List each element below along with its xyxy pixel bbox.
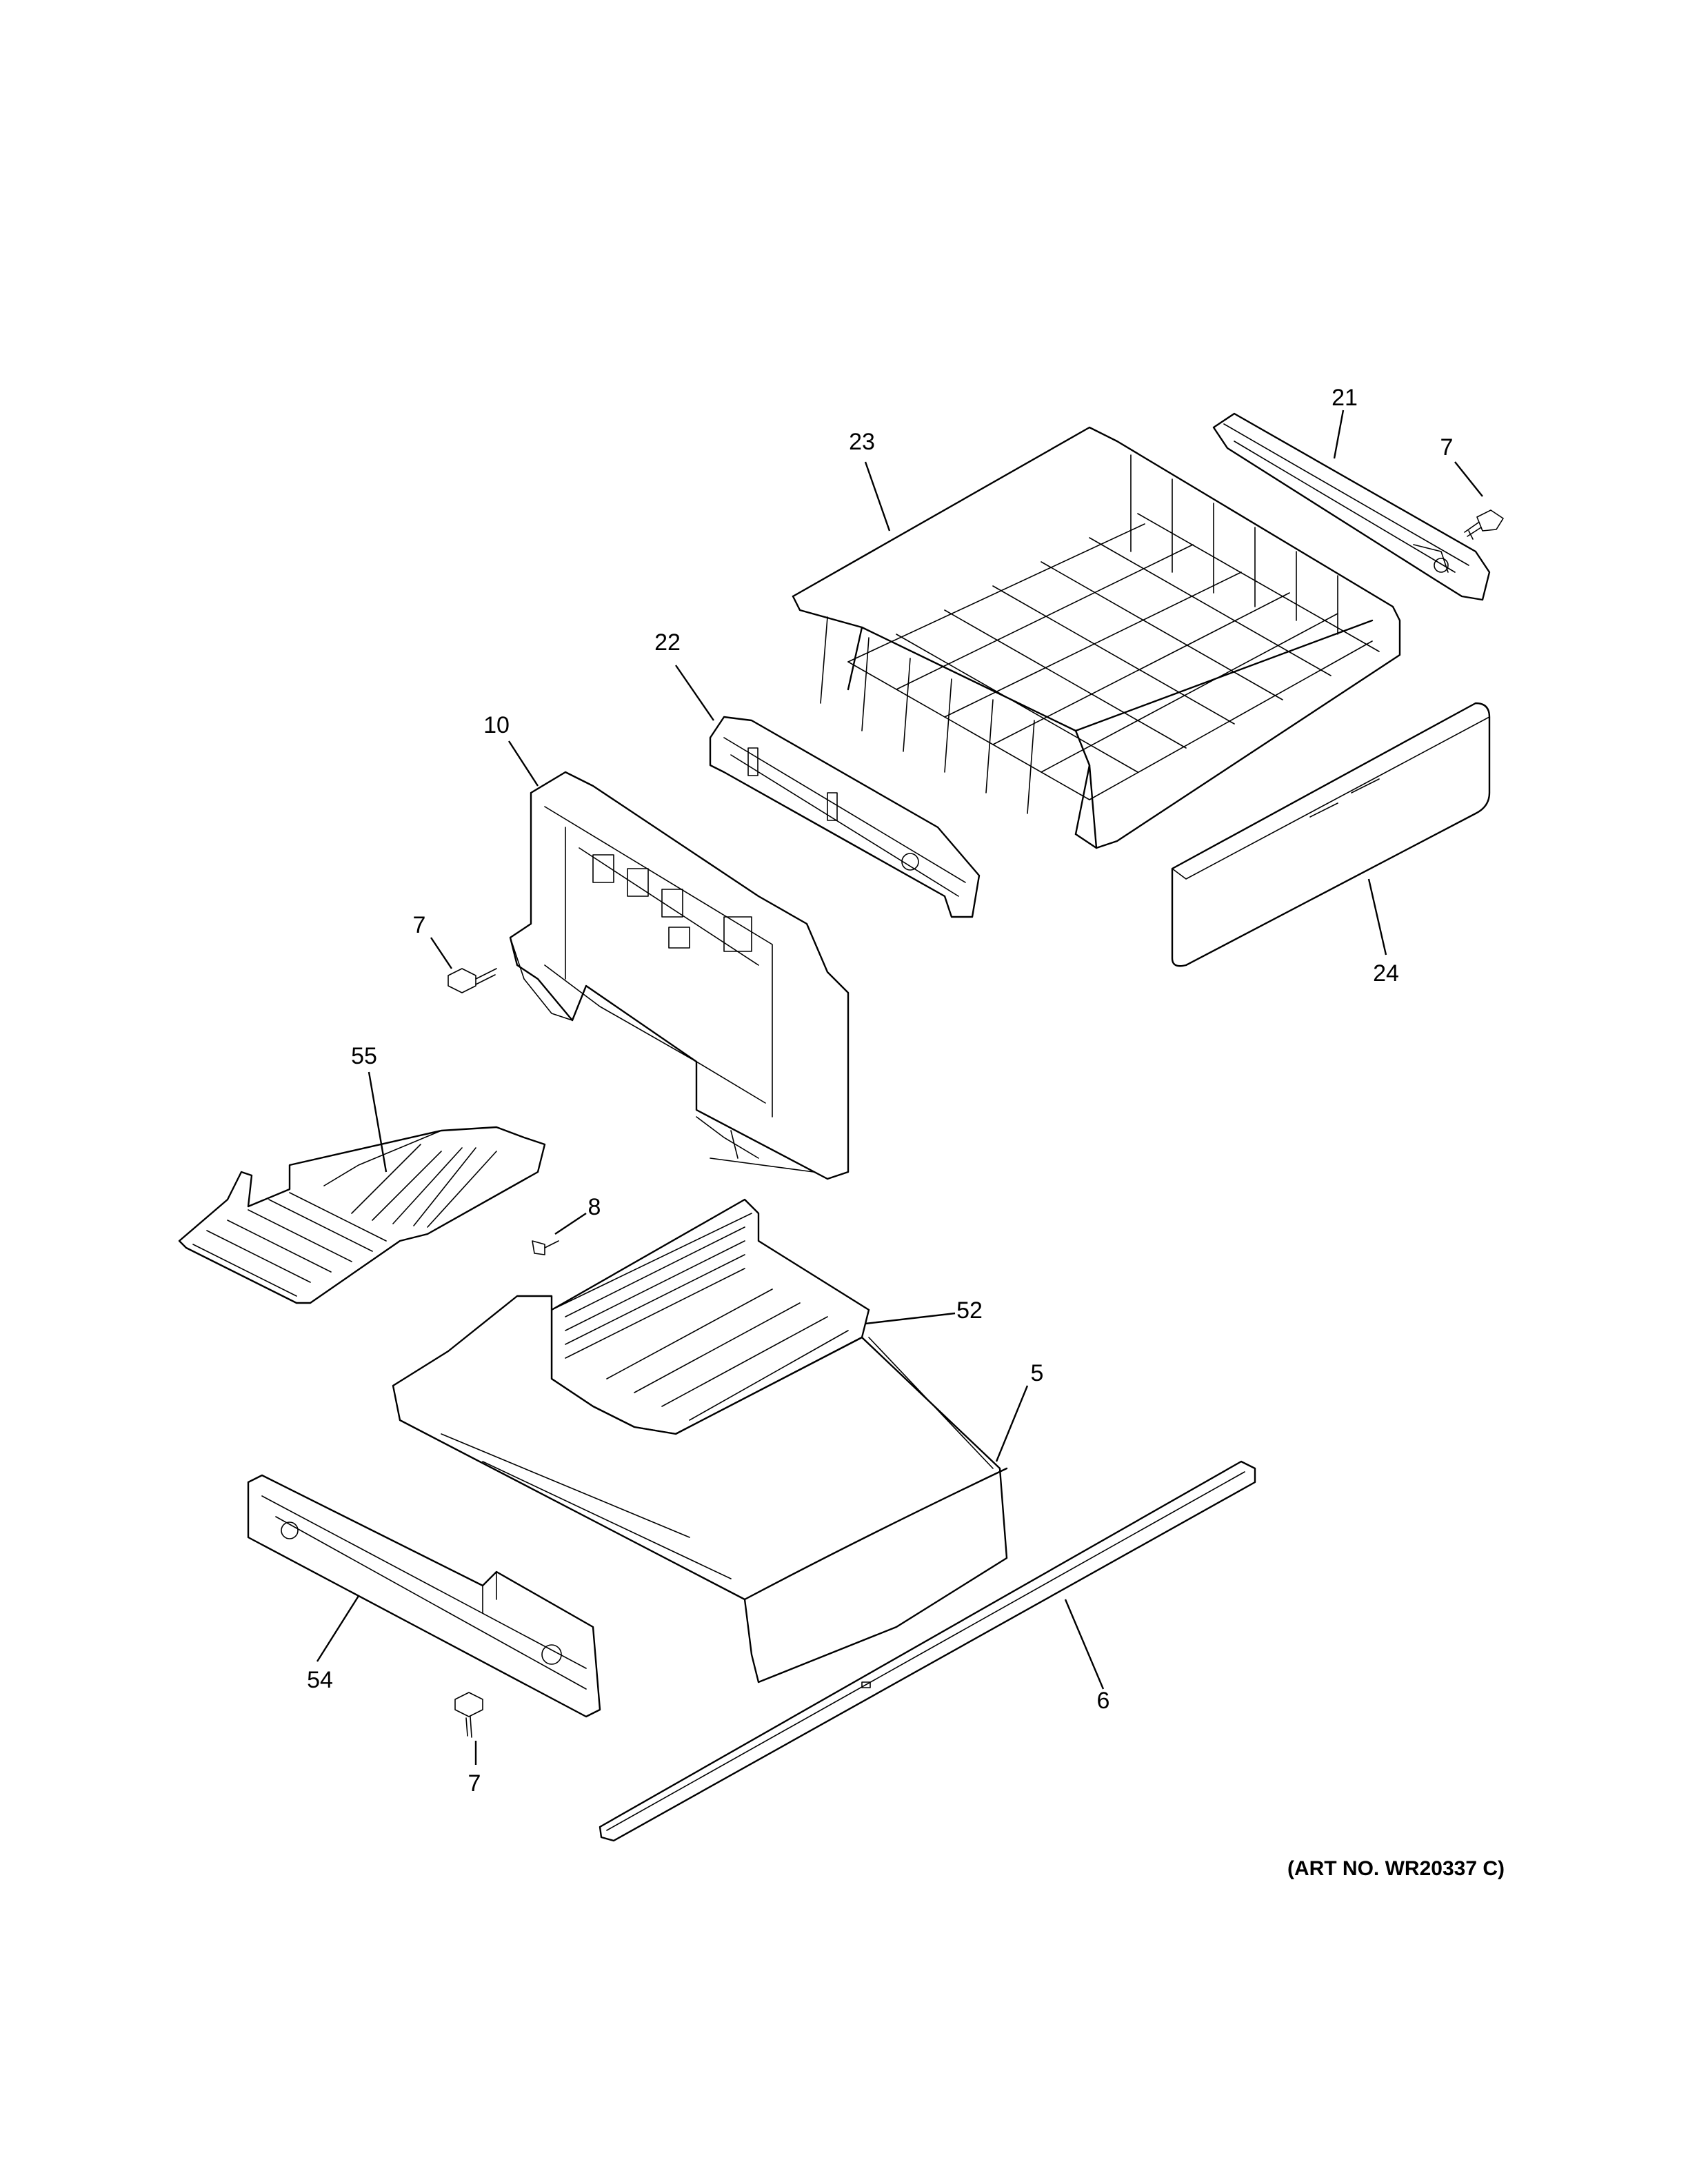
part-54-side-rail[interactable] [247,1474,601,1718]
part-6-long-rail[interactable] [599,1460,1256,1842]
part-23-wire-basket[interactable] [792,426,1401,849]
callout-54: 54 [307,1667,333,1693]
part-21-rail[interactable] [1212,412,1491,601]
callout-5: 5 [1031,1360,1044,1386]
callout-6: 6 [1097,1688,1110,1714]
callout-22: 22 [654,629,681,656]
callout-7-middle-left: 7 [413,912,426,938]
callout-7-bottom-left: 7 [468,1770,481,1797]
screw-7-top-right[interactable] [1464,509,1504,540]
part-10-frame-assembly[interactable] [509,771,850,1180]
callout-55: 55 [351,1043,377,1069]
part-22-rail[interactable] [709,716,981,918]
screw-7-middle-left[interactable] [448,968,497,993]
callout-52: 52 [956,1297,983,1324]
callout-labels: 23 21 7 22 10 7 24 55 8 52 5 54 6 7 [307,385,1453,1797]
screw-7-bottom-left[interactable] [454,1692,483,1738]
part-55-shelf[interactable] [178,1126,546,1304]
callout-21: 21 [1332,385,1358,411]
callout-23: 23 [849,429,875,455]
callout-7-top-right: 7 [1440,434,1454,461]
callout-8: 8 [588,1194,601,1220]
screw-8[interactable] [532,1240,559,1255]
callout-24: 24 [1373,960,1399,987]
art-number: (ART NO. WR20337 C) [1287,1857,1505,1880]
part-5-drawer-bin[interactable] [392,1295,1008,1684]
callout-10: 10 [483,712,510,738]
leader-lines [316,410,1483,1765]
part-24-drawer-front[interactable] [1171,702,1491,967]
